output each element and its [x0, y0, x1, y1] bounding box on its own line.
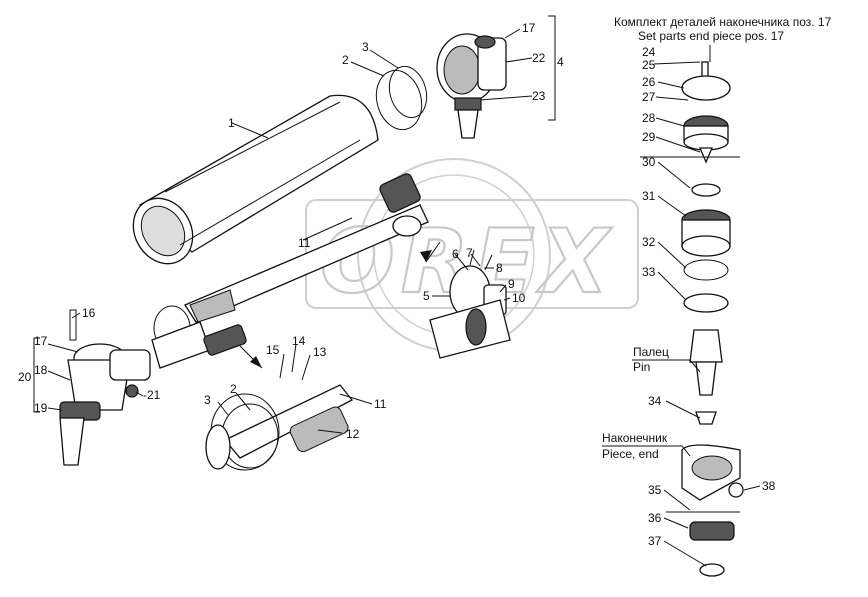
kit-caption-en: Set parts end piece pos. 17: [638, 29, 784, 43]
label-27: 27: [642, 90, 656, 104]
pin-caption-ru: Палец: [633, 345, 669, 359]
label-16: 16: [82, 306, 96, 320]
tie-rod-lower: [205, 384, 354, 471]
label-25: 25: [642, 58, 656, 72]
label-15: 15: [266, 343, 280, 357]
label-23: 23: [532, 89, 546, 103]
label-26: 26: [642, 75, 656, 89]
end-caption-ru: Наконечник: [602, 431, 668, 445]
label-2-lower: 2: [230, 382, 237, 396]
clamp-5-10: [429, 249, 511, 359]
label-2-top: 2: [342, 53, 349, 67]
label-20: 20: [18, 370, 32, 384]
end-caption-en: Piece, end: [602, 447, 659, 461]
leader-lines: [33, 15, 761, 567]
label-5: 5: [423, 289, 430, 303]
label-17-left: 17: [34, 334, 48, 348]
top-end-piece: [436, 33, 507, 139]
label-34: 34: [648, 394, 662, 408]
label-1: 1: [228, 116, 235, 130]
label-37: 37: [648, 534, 662, 548]
label-30: 30: [642, 155, 656, 169]
tie-rod-upper: [184, 173, 429, 323]
part-labels: 1 2 3 17 22 23 4 11 5 6 7 8 9 10 16 17 1…: [18, 21, 776, 548]
label-7: 7: [466, 246, 473, 260]
label-3-top: 3: [362, 40, 369, 54]
label-38: 38: [762, 479, 776, 493]
part-1-tube: [132, 94, 379, 265]
label-31: 31: [642, 189, 656, 203]
mid-clamp: [151, 289, 247, 369]
label-6: 6: [452, 247, 459, 261]
label-13: 13: [313, 345, 327, 359]
label-22: 22: [532, 51, 546, 65]
label-9: 9: [508, 277, 515, 291]
label-14: 14: [292, 334, 306, 348]
label-12: 12: [346, 427, 360, 441]
label-29: 29: [642, 130, 656, 144]
rings-2-3-top: [375, 65, 428, 131]
label-19: 19: [34, 401, 48, 415]
label-8: 8: [496, 261, 503, 275]
label-36: 36: [648, 511, 662, 525]
label-21: -21: [143, 388, 161, 402]
label-18: 18: [34, 363, 48, 377]
label-24: 24: [642, 45, 656, 59]
label-11-lower: 11: [374, 397, 387, 411]
label-32: 32: [642, 235, 656, 249]
label-11-upper: 11: [298, 236, 311, 250]
label-28: 28: [642, 111, 656, 125]
label-17-top: 17: [522, 21, 536, 35]
kit-caption-ru: Комплект деталей наконечника поз. 17: [614, 15, 832, 29]
label-33: 33: [642, 265, 656, 279]
label-10: 10: [512, 291, 526, 305]
label-3-lower: 3: [204, 393, 211, 407]
left-end-piece: [59, 309, 151, 466]
kit-column: [681, 61, 744, 577]
label-35: 35: [648, 483, 662, 497]
pin-caption-en: Pin: [633, 360, 650, 374]
label-4: 4: [557, 55, 564, 69]
